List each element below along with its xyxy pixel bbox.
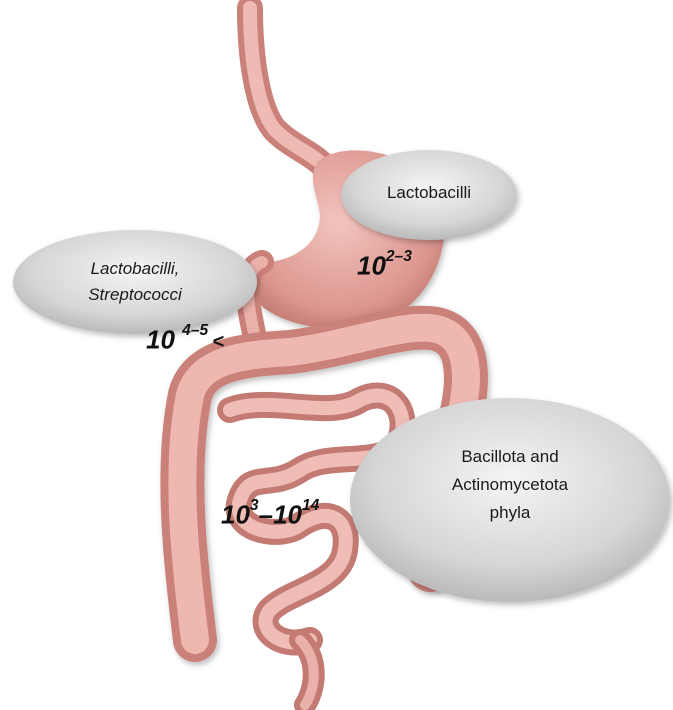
- colon-line-3: phyla: [360, 499, 660, 527]
- colon-line-1: Bacillota and: [360, 443, 660, 471]
- stomach-count: 102–3: [357, 248, 412, 281]
- stomach-bacteria-text: Lactobacilli: [387, 183, 471, 202]
- duodenum-count: 10 4–5<: [146, 322, 224, 355]
- small-intestine-line-1: Lactobacilli,: [25, 256, 245, 282]
- stomach-bacteria-label: Lactobacilli: [341, 180, 517, 206]
- colon-count: 103–1014: [221, 497, 319, 530]
- small-intestine-line-2: Streptococci: [25, 282, 245, 308]
- colon-bacteria-label: Bacillota and Actinomycetota phyla: [360, 443, 660, 527]
- colon-line-2: Actinomycetota: [360, 471, 660, 499]
- small-intestine-bacteria-label: Lactobacilli, Streptococci: [25, 256, 245, 307]
